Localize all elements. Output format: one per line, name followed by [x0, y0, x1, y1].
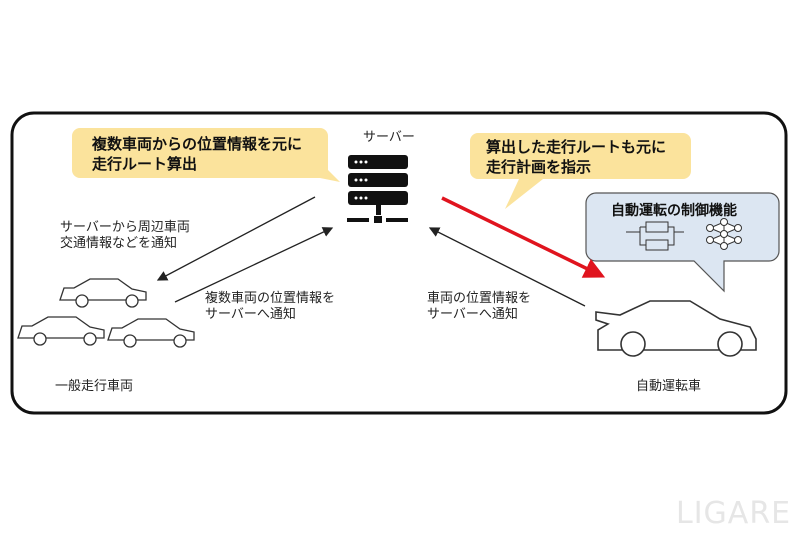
arrow-auto-to-server: [428, 227, 586, 307]
callout-right-shape: [470, 133, 691, 209]
notify-multi-line1: 複数車両の位置情報を: [205, 291, 336, 306]
notify-single-line2: サーバーへ通知: [427, 307, 518, 322]
callout-left-line1: 複数車両からの位置情報を元に: [92, 135, 303, 153]
notify-from-server-line2: 交通情報などを通知: [60, 236, 178, 251]
server-label: サーバー: [363, 130, 415, 145]
arrow-server-to-general: [156, 196, 316, 281]
server-icon: [347, 155, 408, 223]
arrow-server-to-auto: [441, 196, 606, 278]
car-icon: [17, 316, 105, 346]
notify-multi-line2: サーバーへ通知: [205, 307, 296, 322]
block-diagram-icon: [626, 221, 684, 251]
watermark-logo: LIGARE: [676, 496, 792, 531]
frame: [10, 111, 788, 415]
control-box-shape: [585, 192, 780, 293]
autonomous-vehicle-label: 自動運転車: [636, 379, 702, 394]
notify-from-server-line1: サーバーから周辺車両: [60, 220, 190, 235]
callout-right-line2: 走行計画を指示: [486, 158, 592, 176]
autonomous-car-icon: [595, 300, 757, 357]
notify-single-line1: 車両の位置情報を: [427, 291, 532, 306]
callout-left-line2: 走行ルート算出: [92, 155, 198, 173]
callout-right-line1: 算出した走行ルートも元に: [486, 138, 667, 156]
arrow-general-to-server: [174, 227, 334, 303]
car-icon: [107, 318, 195, 348]
car-icon: [59, 278, 147, 308]
callout-left-shape: [72, 128, 340, 182]
control-box-title: 自動運転の制御機能: [611, 203, 737, 219]
neural-network-icon: [706, 218, 742, 250]
general-vehicles-label: 一般走行車両: [55, 379, 134, 394]
